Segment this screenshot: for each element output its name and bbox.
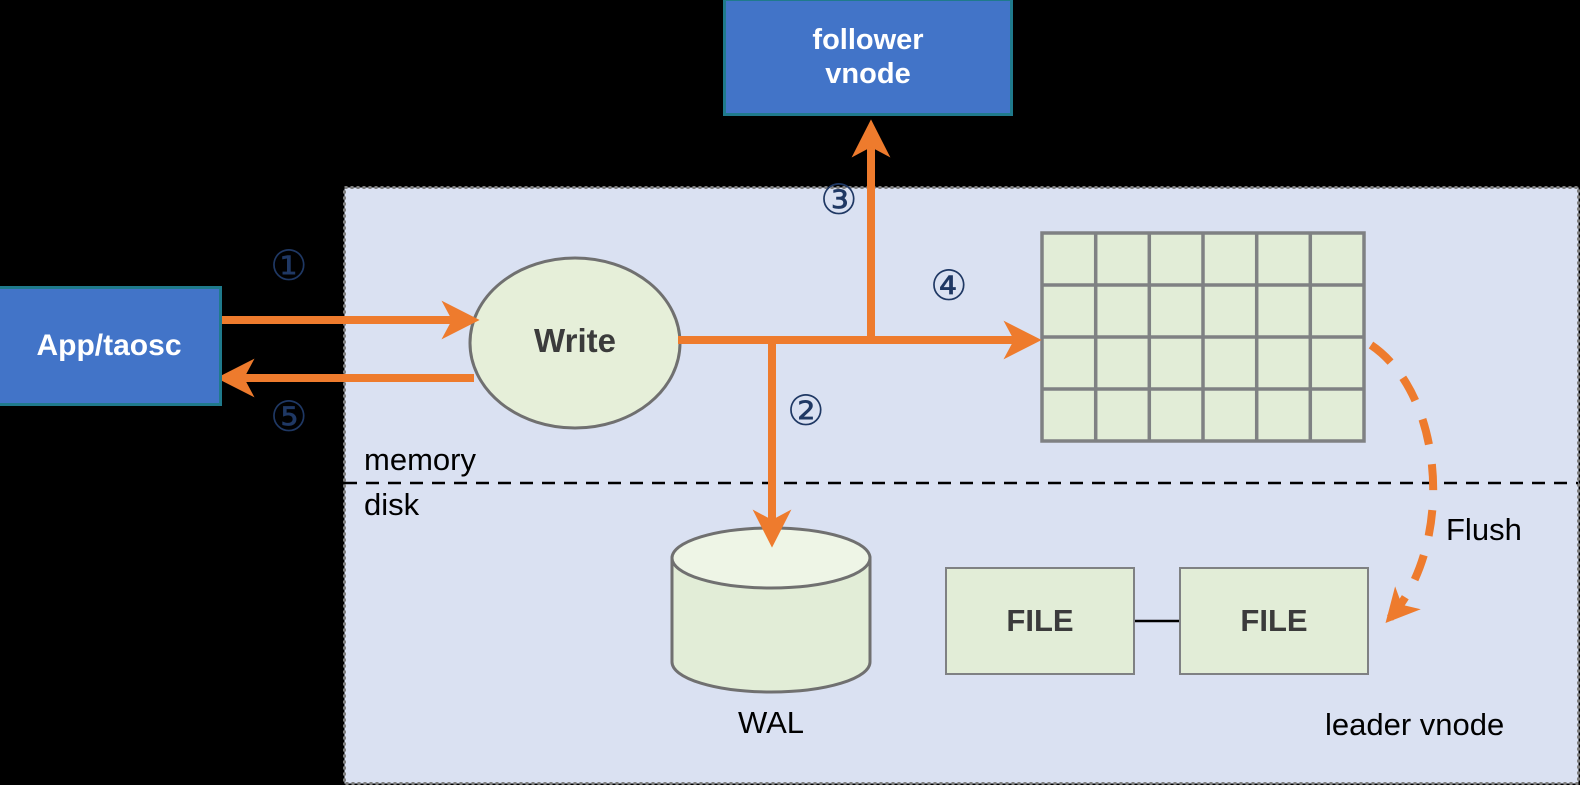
file-box-left[interactable]: FILE — [945, 567, 1135, 675]
step-marker-3: ③ — [820, 175, 858, 224]
file-box-left-label: FILE — [1006, 603, 1074, 638]
step-marker-1: ① — [270, 241, 308, 290]
follower-vnode-label-line2: vnode — [825, 58, 911, 90]
wal-caption-label: WAL — [737, 705, 805, 740]
follower-vnode-label-line1: follower — [812, 23, 924, 56]
memtable-grid — [1040, 231, 1366, 443]
step-marker-2: ② — [787, 386, 825, 435]
leader-vnode-label: leader vnode — [1325, 707, 1505, 742]
disk-label: disk — [364, 487, 420, 522]
write-node-label: Write — [534, 322, 616, 359]
wal-cylinder-shape — [670, 526, 872, 694]
file-box-right-label: FILE — [1240, 603, 1308, 638]
file-box-right[interactable]: FILE — [1179, 567, 1369, 675]
step-marker-4: ④ — [930, 261, 968, 310]
memory-label: memory — [364, 442, 476, 477]
flush-label: Flush — [1446, 512, 1522, 547]
follower-vnode-box[interactable]: follower vnode — [723, 0, 1013, 116]
app-taosc-box[interactable]: App/taosc — [0, 286, 222, 406]
app-taosc-label: App/taosc — [36, 329, 182, 363]
step-marker-5: ⑤ — [270, 392, 308, 441]
arrow-flush-curve — [1368, 341, 1438, 624]
